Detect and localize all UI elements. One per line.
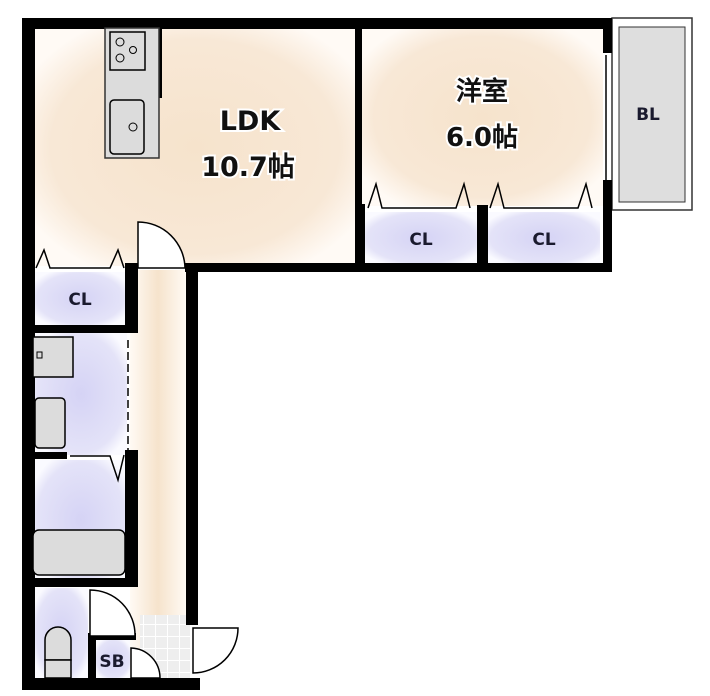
closet-2-label: CL bbox=[532, 230, 555, 250]
hallway-floor bbox=[130, 270, 186, 678]
ldk-size: 10.7帖 bbox=[201, 152, 295, 183]
walls bbox=[22, 18, 612, 690]
washing-machine-icon bbox=[32, 336, 74, 378]
ldk-name: LDK bbox=[220, 106, 282, 137]
kitchen-counter bbox=[104, 27, 160, 159]
wash-basin-icon bbox=[34, 397, 66, 449]
ldk-floor bbox=[35, 28, 355, 266]
western-room-name: 洋室 bbox=[456, 76, 508, 107]
western-room-size: 6.0帖 bbox=[446, 123, 518, 153]
balcony-label: BL bbox=[636, 105, 660, 125]
doors bbox=[35, 30, 607, 679]
sink-icon bbox=[109, 99, 145, 155]
closet-2-floor bbox=[488, 212, 600, 264]
closet-left-label: CL bbox=[68, 290, 91, 310]
shoe-box-label: SB bbox=[99, 652, 124, 672]
western-room-floor bbox=[362, 28, 603, 206]
closet-1-floor bbox=[365, 212, 477, 264]
toilet-icon bbox=[44, 626, 72, 679]
closet-1-label: CL bbox=[409, 230, 432, 250]
bathtub-icon bbox=[32, 529, 126, 576]
balcony bbox=[611, 17, 693, 211]
closet-left-floor bbox=[35, 272, 125, 325]
shoe-box-floor bbox=[96, 640, 130, 678]
stove-icon bbox=[109, 31, 146, 71]
